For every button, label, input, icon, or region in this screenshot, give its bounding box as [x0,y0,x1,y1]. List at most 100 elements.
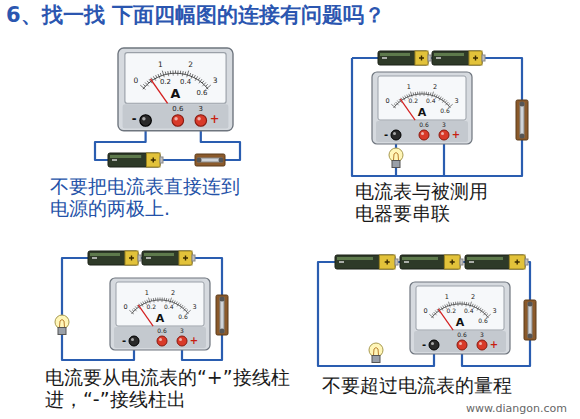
ammeter-part [449,306,451,308]
ammeter-part [408,94,410,96]
battery-cell-part [335,255,395,269]
ammeter-part [195,79,196,81]
ammeter-part [453,302,454,304]
ammeter-part [468,303,470,305]
ammeter-part [435,311,437,313]
ammeter-part [448,104,450,106]
battery-cell-part [90,253,120,256]
ammeter-part [405,96,406,98]
ammeter-part [426,92,427,94]
caption: 电流要从电流表的“+”接线柱进，“-”接线柱出 [45,367,295,411]
ammeter-part [410,282,510,354]
ammeter-part [177,70,178,73]
ammeter-part [429,314,432,317]
battery-cell-part [380,53,410,56]
meter-scale-label: 0.2 [160,78,171,85]
battery-cell-part [434,53,464,56]
ammeter-part [434,312,436,314]
light-bulb [369,343,383,363]
ammeter-part [123,104,229,128]
ammeter-part [145,82,147,84]
ammeter-part [149,302,151,304]
ammeter-part [177,305,178,307]
ammeter-part [125,53,226,104]
battery-cell [400,255,463,269]
switch [216,295,228,335]
light-bulb-part [55,315,69,329]
ammeter-part [197,117,200,120]
ammeter-part [486,314,488,316]
ammeter-part [472,304,474,306]
wire [318,262,530,366]
battery-cell [335,255,398,269]
ammeter-part [416,286,504,330]
battery-cell [432,51,485,65]
meter-scale-label: 3 [442,122,446,128]
battery-cell-part [146,257,151,258]
caption: 不要超过电流表的量程 [322,375,552,397]
ammeter-part [131,338,134,341]
ammeter-part [466,302,467,304]
ammeter-part [129,336,139,346]
ammeter-part [200,79,202,81]
ammeter-part [397,104,398,105]
battery-cell-part [192,255,195,261]
battery-cell-part [183,256,188,261]
ammeter-part [114,327,206,348]
ammeter-part [464,302,465,304]
ammeter-part [174,117,177,120]
ammeter-part [442,309,443,311]
ammeter-part [181,305,182,307]
ammeter-part [135,310,136,311]
ammeter-part [391,104,394,107]
ammeter [372,72,472,144]
ammeter-part [158,74,159,77]
ammeter-part [411,96,413,98]
battery-cell-part [385,260,390,265]
switch-part [524,300,536,340]
ammeter-part [438,96,439,98]
ammeter-part [155,79,156,81]
ammeter-part [413,93,415,95]
ammeter-part [441,132,444,135]
ammeter-part [439,130,449,140]
ammeter-part [183,307,185,309]
switch-part [195,154,225,166]
ammeter-part [159,338,162,341]
ammeter-part [481,309,482,311]
meter-scale-label: 3 [454,98,458,105]
battery-cell-part [88,251,138,265]
ammeter-part [431,342,434,345]
battery-cell [142,251,195,265]
ammeter-part [143,302,144,304]
meter-scale-label: 2 [471,294,475,301]
meter-scale-label: 1 [145,290,149,297]
ammeter-part [432,317,434,318]
ammeter-part [422,92,423,95]
ammeter-part [396,102,398,104]
ammeter-part [116,282,204,326]
ammeter-part [445,101,447,103]
battery-cell-part [432,51,482,65]
title: 6、找一找 下面四幅图的连接有问题吗？ [6,3,385,28]
ammeter-part [447,102,449,104]
meter-scale-label: 0.6 [478,318,488,324]
ammeter-part [185,72,187,75]
ammeter-part [202,85,204,87]
ammeter-part [140,115,152,127]
ammeter-part [180,71,181,74]
battery-cell-part [460,259,463,265]
meter-scale-label: 2 [171,290,175,297]
ammeter-part [142,117,145,120]
ammeter-part [479,342,482,345]
meter-scale-label: 3 [213,78,218,85]
meter-scale-label: 0.2 [146,304,156,310]
ammeter-part [153,76,154,78]
switch-part [528,334,533,339]
wire [62,258,222,360]
battery-cell [465,255,528,269]
ammeter-part [132,313,134,314]
ammeter-part [174,301,176,303]
ammeter [110,278,210,350]
ammeter-part [129,310,132,313]
